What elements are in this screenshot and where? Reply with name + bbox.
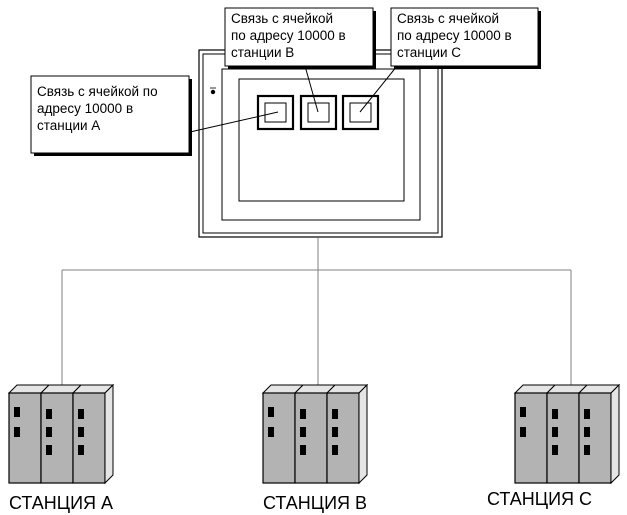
plc-module [294,392,328,484]
plc-led-icon [332,445,338,455]
callout-station-a: Связь с ячейкой по адресу 10000 в станци… [30,75,279,156]
callout-b-line-3: станции В [231,45,294,60]
plc-led-icon [268,407,274,417]
callout-a-line-1: Связь с ячейкой по [37,84,158,99]
callout-box-c [390,7,539,67]
plc-side-panel [610,383,620,485]
plc-led-icon [520,427,526,437]
plc-led-icon [268,427,274,437]
plc-led-icon [552,427,558,437]
plc-led-icon [78,445,84,455]
plc-module [514,392,548,484]
panel-bezel [202,53,439,234]
plc-module [546,392,580,484]
callout-c-line-1: Связь с ячейкой [397,11,499,26]
plc-led-icon [46,427,52,437]
callout-leader-c [359,65,398,113]
plc-led-icon [332,409,338,419]
callout-b-line-1: Связь с ячейкой [231,11,333,26]
callout-c-line-3: станции С [397,45,461,60]
cell-link-button-b [299,94,338,131]
svg-text:Связь с ячейкой по адрес: Связь с ячейкой по адресу 10000 в станци… [37,84,161,133]
plc-led-icon [552,409,558,419]
plc-led-icon [584,445,590,455]
plc-side-panel [104,383,114,485]
cell-link-button-c [341,94,380,131]
network-bus [61,238,572,390]
plc-module [326,392,360,484]
plc-led-icon [78,409,84,419]
plc-led-icon [14,427,20,437]
cell-link-button-a [256,94,295,131]
plc-led-icon [520,407,526,417]
plc-module [40,392,74,484]
callout-a-line-3: станции А [37,118,100,133]
plc-led-icon [46,409,52,419]
station-c-label: СТАНЦИЯ С [487,489,592,509]
callout-a-line-2: адресу 10000 в [37,101,133,116]
panel-inner-frame [221,68,421,221]
callout-b-line-2: по адресу 10000 в [231,28,346,43]
callout-station-b: Связь с ячейкой по адресу 10000 в станци… [224,7,376,113]
svg-text:Связь с ячейкой по адрес: Связь с ячейкой по адресу 10000 в станци… [231,11,349,60]
plc-module [578,392,612,484]
station-b-label: СТАНЦИЯ В [263,493,367,513]
plc-side-panel [358,383,368,485]
station-b [261,383,369,485]
callout-station-c: Связь с ячейкой по адресу 10000 в станци… [359,7,541,113]
plc-led-icon [332,427,338,437]
plc-led-icon [300,445,306,455]
panel-outer-frame [198,49,443,238]
indicator-dot-icon [210,87,216,95]
station-a-label: СТАНЦИЯ А [9,493,113,513]
plc-module [72,392,106,484]
callout-leader-b [304,65,319,113]
plc-led-icon [300,409,306,419]
station-c [513,383,621,485]
operator-panel [198,49,443,238]
plc-led-icon [300,427,306,437]
station-a [7,383,115,485]
plc-module [262,392,296,484]
callout-c-line-2: по адресу 10000 в [397,28,512,43]
svg-text:Связь с ячейкой по адрес: Связь с ячейкой по адресу 10000 в станци… [397,11,515,60]
plc-led-icon [46,445,52,455]
plc-led-icon [584,409,590,419]
plc-led-icon [584,427,590,437]
callout-box-a [30,75,190,154]
panel-screen [238,78,405,202]
plc-module [8,392,42,484]
callout-box-b [224,7,374,67]
plc-led-icon [14,407,20,417]
callout-leader-a [189,111,279,133]
plc-led-icon [552,445,558,455]
plc-led-icon [78,427,84,437]
